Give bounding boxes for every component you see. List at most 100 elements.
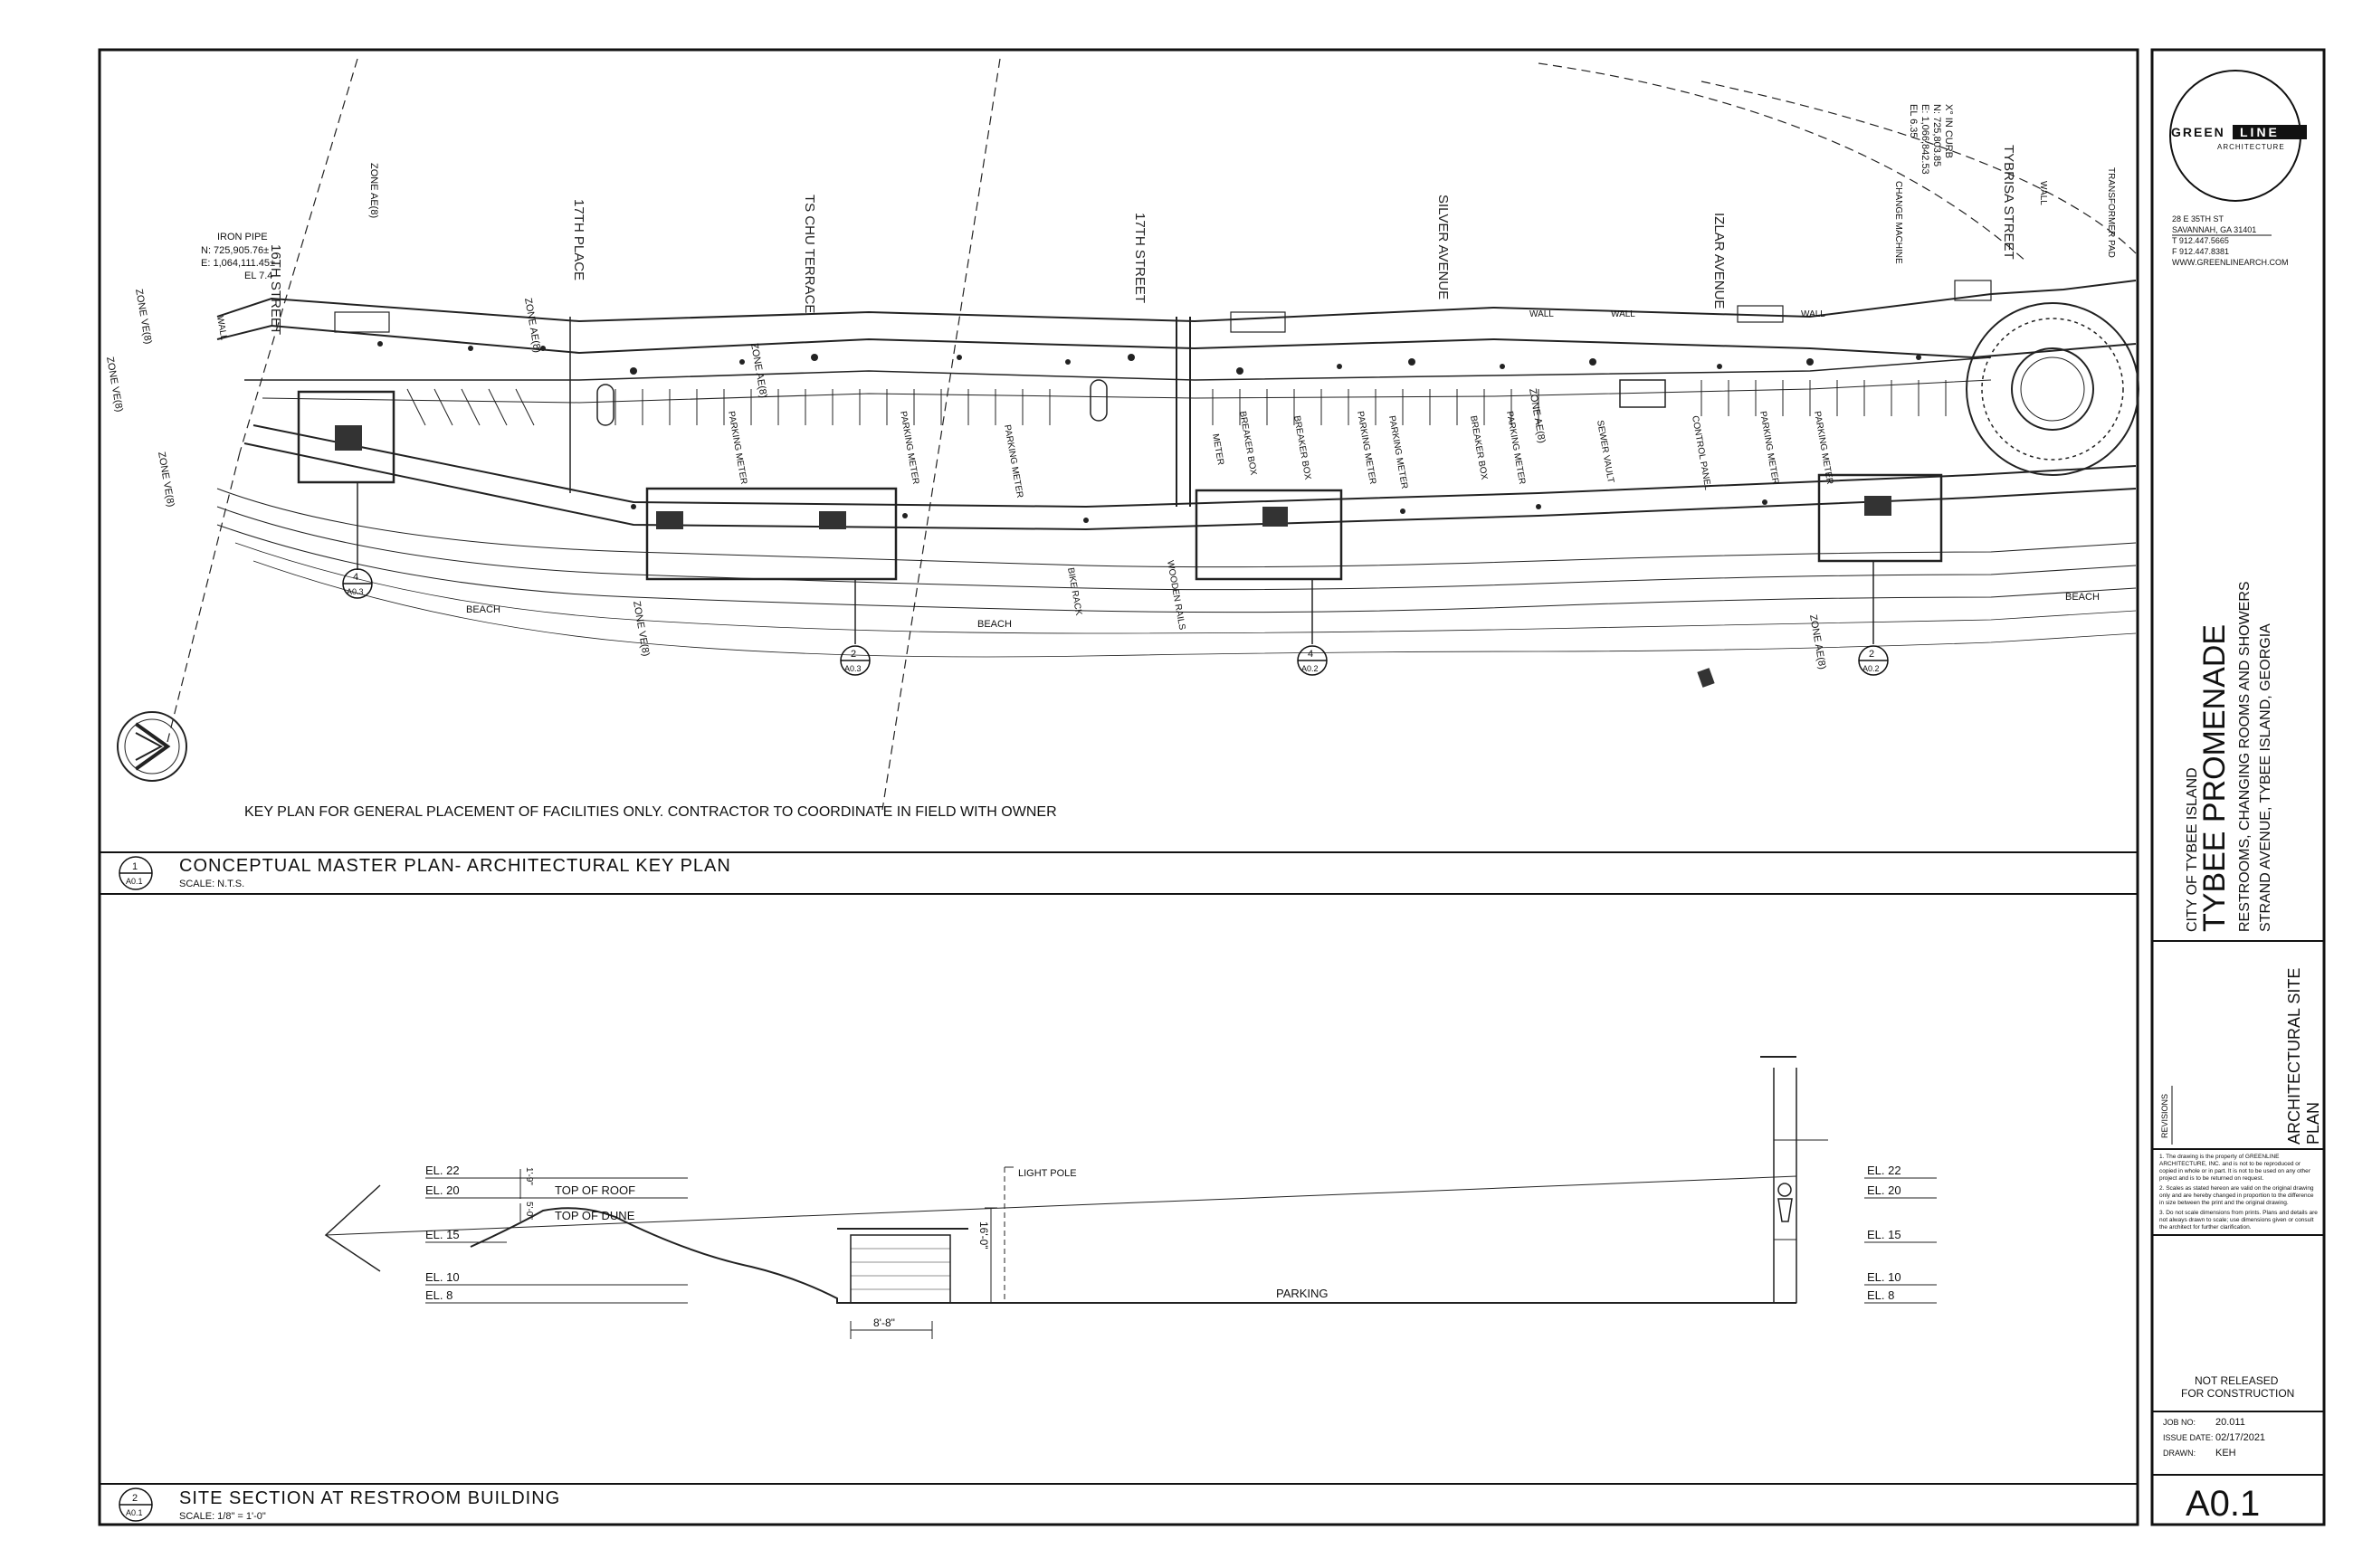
callout-num: 4 — [353, 572, 358, 583]
key-plan — [117, 58, 2139, 811]
dim-width: 8'-8" — [873, 1316, 895, 1329]
address-line: 28 E 35TH ST — [2172, 214, 2224, 223]
transformer-label: TRANSFORMER PAD — [2106, 167, 2116, 258]
meter-label: PARKING METER — [1504, 411, 1527, 486]
drawing-2-title: SITE SECTION AT RESTROOM BUILDING — [179, 1488, 560, 1508]
elevation-label: EL. 8 — [425, 1288, 452, 1302]
drawing-2-bubble — [119, 1487, 153, 1522]
title-block-border — [2150, 48, 2326, 1526]
wall-label: WALL — [1801, 309, 1825, 319]
zone-label: ZONE VE(8) — [156, 451, 176, 508]
beach-label: BEACH — [977, 619, 1012, 630]
dim-roof: 1'-9" — [524, 1167, 534, 1185]
meter-label: METER — [1210, 433, 1225, 466]
survey-text: N: 725,905.76± — [201, 245, 269, 256]
meter-label: PARKING METER — [1355, 411, 1377, 486]
elevation-label: EL. 22 — [1867, 1164, 1901, 1177]
elevation-label: EL. 10 — [1867, 1270, 1901, 1284]
top-of-dune-label: TOP OF DUNE — [555, 1209, 635, 1222]
note-1: 1. The drawing is the property of GREENL… — [2159, 1154, 2310, 1182]
drawn-label: DRAWN: — [2163, 1449, 2196, 1458]
roundabout — [1966, 302, 2139, 476]
wall-label: WALL — [214, 316, 229, 342]
client-name: CITY OF TYBEE ISLAND — [2185, 767, 2200, 932]
beach-label: BEACH — [466, 604, 500, 615]
callout-sheet: A0.2 — [1862, 664, 1880, 673]
elevation-label: EL. 22 — [425, 1164, 460, 1177]
callout-num: 4 — [1308, 649, 1313, 660]
sheet-border — [98, 48, 2139, 1526]
address-line: T 912.447.5665 — [2172, 236, 2229, 245]
meter-label: PARKING METER — [1386, 415, 1409, 490]
key-plan-note: KEY PLAN FOR GENERAL PLACEMENT OF FACILI… — [244, 804, 1057, 820]
vault-label: SEWER VAULT — [1595, 420, 1615, 484]
north-arrow-icon — [117, 711, 187, 782]
drawing-1-scale: SCALE: N.T.S. — [179, 879, 244, 889]
site-section — [324, 1056, 1937, 1339]
meter-label: PARKING METER — [1758, 411, 1780, 486]
title-block: GREEN LINE ARCHITECTURE 28 E 35TH ST SAV… — [2160, 70, 2307, 1524]
panel-label: CONTROL PANEL — [1690, 415, 1712, 491]
meter-label: PARKING METER — [1812, 411, 1834, 486]
zone-label: ZONE AE(8) — [1527, 387, 1547, 443]
dim-height: 16'-0" — [977, 1221, 990, 1250]
zone-label: ZONE AE(8) — [522, 297, 542, 353]
zone-label: ZONE VE(8) — [133, 288, 154, 345]
issue-date-value: 02/17/2021 — [2215, 1432, 2265, 1443]
street-label: IZLAR AVENUE — [1711, 213, 1727, 309]
drawing-1-title: CONCEPTUAL MASTER PLAN- ARCHITECTURAL KE… — [179, 856, 731, 876]
address-line: F 912.447.8381 — [2172, 247, 2229, 256]
street-label: 16TH STREET — [268, 244, 283, 335]
logo-architecture: ARCHITECTURE — [2217, 143, 2285, 151]
restroom-building-section — [837, 1228, 968, 1304]
sheet-number: A0.1 — [2186, 1484, 2260, 1524]
callout-num: 2 — [851, 649, 856, 660]
logo-green: GREEN — [2171, 125, 2225, 139]
parking-label: PARKING — [1276, 1287, 1329, 1300]
project-sub: RESTROOMS, CHANGING ROOMS AND SHOWERS — [2237, 581, 2253, 932]
elevation-label: EL. 10 — [425, 1270, 460, 1284]
survey-text: E: 1,064,111.45± — [201, 258, 275, 269]
street-label: TS CHU TERRACE — [802, 195, 817, 313]
issue-date-label: ISSUE DATE: — [2163, 1433, 2213, 1442]
callout-sheet: A0.3 — [347, 587, 364, 596]
callout-sheet: A0.2 — [1301, 664, 1319, 673]
elevation-label: EL. 20 — [1867, 1183, 1901, 1197]
zone-label: ZONE AE(8) — [368, 163, 379, 218]
survey-text: X° IN CURB — [1943, 104, 1954, 158]
meter-label: PARKING METER — [898, 411, 920, 486]
drawing-1-num: 1 — [132, 861, 138, 872]
zone-label: ZONE VE(8) — [104, 356, 125, 413]
note-2: 2. Scales as stated hereon are valid on … — [2159, 1185, 2314, 1206]
drawing-1-bubble — [119, 856, 153, 890]
job-no-value: 20.011 — [2215, 1417, 2245, 1428]
drawn-value: KEH — [2215, 1448, 2236, 1459]
general-notes: 1. The drawing is the property of GREENL… — [2159, 1154, 2319, 1231]
rails-label: WOODEN RAILS — [1165, 560, 1186, 632]
breaker-label: BREAKER BOX — [1291, 415, 1312, 481]
street-label: 17TH PLACE — [571, 199, 586, 280]
elevation-label: EL. 15 — [425, 1228, 460, 1241]
project-loc: STRAND AVENUE, TYBEE ISLAND, GEORGIA — [2258, 623, 2273, 932]
callout-sheet: A0.3 — [844, 664, 862, 673]
sheet-title: ARCHITECTURAL SITE PLAN — [2285, 967, 2322, 1145]
callout-num: 2 — [1869, 649, 1874, 660]
survey-text: N: 725,803.85 — [1931, 104, 1942, 166]
breaker-label: BREAKER BOX — [1237, 411, 1258, 477]
wall-label: WALL — [1611, 309, 1635, 319]
survey-text: EL 6.35 — [1908, 104, 1919, 138]
meter-label: PARKING METER — [1002, 424, 1024, 499]
svg-text-layer: 16TH STREET 17TH PLACE TS CHU TERRACE 17… — [104, 104, 2116, 1522]
drawing-2-scale: SCALE: 1/8" = 1'-0" — [179, 1511, 266, 1522]
note-3: 3. Do not scale dimensions from prints. … — [2159, 1210, 2318, 1231]
change-machine-label: CHANGE MACHINE — [1893, 181, 1903, 264]
drawing-2-num: 2 — [132, 1493, 138, 1504]
status-line: NOT RELEASED — [2195, 1374, 2279, 1387]
greenline-logo-icon: GREEN LINE ARCHITECTURE — [2169, 70, 2307, 202]
elevation-label: EL. 15 — [1867, 1228, 1901, 1241]
address-line: SAVANNAH, GA 31401 — [2172, 225, 2256, 234]
address-line: WWW.GREENLINEARCH.COM — [2172, 258, 2289, 267]
bike-rack-label: BIKE RACK — [1065, 567, 1083, 617]
street-label: TYBRISA STREET — [2001, 145, 2016, 260]
top-of-roof-label: TOP OF ROOF — [555, 1183, 635, 1197]
